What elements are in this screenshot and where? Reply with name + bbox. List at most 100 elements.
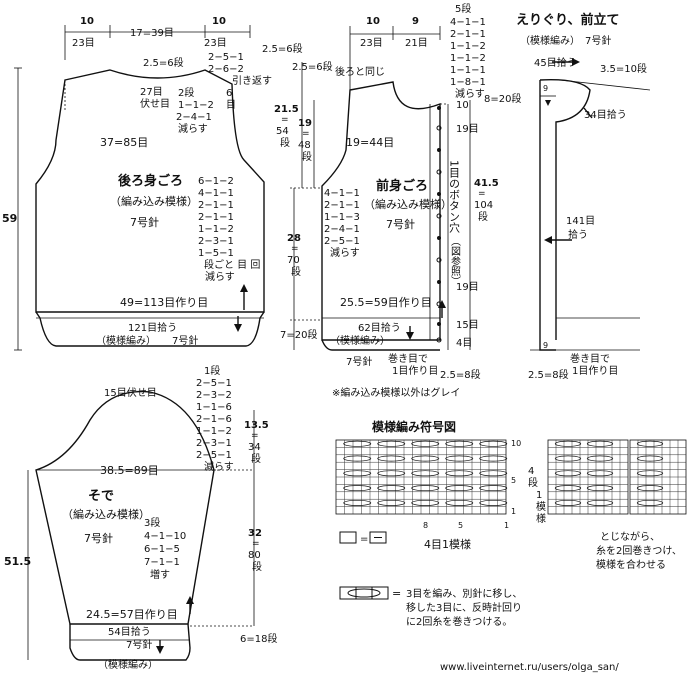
svg-text:1−1−2: 1−1−2 xyxy=(196,426,232,437)
chart-right-wrap-mark xyxy=(586,455,614,462)
chart-right-wrap-mark xyxy=(554,470,582,477)
back-title: 後ろ身ごろ xyxy=(118,173,183,189)
sleeve-bind: 15目伏せ目 xyxy=(104,386,157,399)
chart-right-wrap-mark xyxy=(554,499,582,506)
svg-text:2−3−1: 2−3−1 xyxy=(198,236,234,247)
sleeve-length: 32 = 80 段 xyxy=(248,528,262,573)
front-top-w: 10 xyxy=(366,16,380,27)
back-top-right-width: 10 xyxy=(212,16,226,27)
front-buttonhole-markers xyxy=(436,106,442,343)
sleeve-cast-on: 24.5=57目作り目 xyxy=(86,608,178,621)
svg-text:1−8−1: 1−8−1 xyxy=(450,77,486,88)
svg-text:2−5−1: 2−5−1 xyxy=(196,450,232,461)
chart-under: 4目1模様 xyxy=(424,537,471,551)
chart-left-wrap-mark xyxy=(479,499,508,506)
collar-sub: （模様編み） 7号針 xyxy=(520,34,611,47)
svg-text:4−1−1: 4−1−1 xyxy=(198,188,234,199)
front-length: 41.5 = 104 段 xyxy=(474,178,499,223)
chart-left-wrap-mark xyxy=(411,440,440,447)
chart-left-wrap-mark xyxy=(445,455,474,462)
svg-text:段: 段 xyxy=(251,452,261,465)
sleeve-cap-seq: 1段 2−5−1 2−3−2 1−1−6 2−1−6 1−1−2 2−3−1 2… xyxy=(196,364,234,473)
svg-text:10: 10 xyxy=(456,100,469,111)
front-needle: 7号針 xyxy=(386,217,415,231)
chart-legend-eq: = xyxy=(339,531,387,545)
svg-text:=: = xyxy=(291,244,299,254)
svg-text:1−1−6: 1−1−6 xyxy=(196,402,232,413)
svg-text:1目のボタン穴: 1目のボタン穴 xyxy=(448,160,461,233)
svg-text:4−1−1: 4−1−1 xyxy=(450,17,486,28)
svg-text:4: 4 xyxy=(528,466,534,477)
chart-left-wrap-mark xyxy=(445,440,474,447)
front-shoulder-rows2: 2.5=6段 xyxy=(292,60,333,73)
svg-text:2−4−1: 2−4−1 xyxy=(324,224,360,235)
svg-text:2−5−1: 2−5−1 xyxy=(196,378,232,389)
front-eight: 8=20段 xyxy=(484,92,521,105)
chart-left-wrap-mark xyxy=(377,470,406,477)
back-neck-0: 2段 xyxy=(178,86,194,99)
svg-text:糸を2回巻きつけ、: 糸を2回巻きつけ、 xyxy=(596,545,682,557)
svg-text:2−1−1: 2−1−1 xyxy=(324,200,360,211)
sleeve-needle: 7号針 xyxy=(84,531,113,545)
svg-text:段: 段 xyxy=(302,150,312,163)
svg-text:増す: 増す xyxy=(150,568,170,581)
svg-text:3目を編み、別針に移し、: 3目を編み、別針に移し、 xyxy=(406,587,522,600)
chart-left-wrap-mark xyxy=(377,440,406,447)
svg-text:1−5−1: 1−5−1 xyxy=(198,248,234,259)
svg-text:54: 54 xyxy=(276,126,289,137)
collar-title: えりぐり、前立て xyxy=(516,12,619,28)
front-body-length: 28 = 70 段 xyxy=(287,233,301,278)
chart-right-b-wrap-mark xyxy=(636,455,664,462)
front-pick: 62目拾う xyxy=(358,321,401,334)
sleeve-pattern2: （模様編み） xyxy=(98,658,158,671)
svg-text:=: = xyxy=(281,115,289,125)
chart-left-wrap-mark xyxy=(377,499,406,506)
svg-text:7−1−1: 7−1−1 xyxy=(144,557,180,568)
svg-text:48: 48 xyxy=(298,140,311,151)
back-needle2: 7号針 xyxy=(172,334,198,347)
back-bind-1: 伏せ目 xyxy=(140,97,170,110)
svg-text:4−1−1: 4−1−1 xyxy=(324,188,360,199)
front-armhole-h: 21.5 = 54 段 xyxy=(274,104,299,149)
svg-text:2−1−6: 2−1−6 xyxy=(196,414,232,425)
back-neck-3: 減らす xyxy=(178,122,208,135)
back-top-right-stitches: 23目 xyxy=(204,38,227,49)
back-body xyxy=(14,25,265,351)
collar-band xyxy=(530,58,651,351)
collar-r35: 3.5=10段 xyxy=(600,62,647,75)
svg-text:2−1−1: 2−1−1 xyxy=(198,212,234,223)
chart-row-10: 10 xyxy=(511,439,521,448)
chart-left-wrap-mark xyxy=(343,440,372,447)
front-cast-on: 25.5=59目作り目 xyxy=(340,296,432,309)
stitch-chart-right xyxy=(547,439,687,515)
svg-text:104: 104 xyxy=(474,200,493,211)
svg-text:41.5: 41.5 xyxy=(474,178,499,189)
front-top-st2: 21目 xyxy=(405,38,428,49)
svg-text:4目: 4目 xyxy=(456,338,472,349)
svg-text:移した3目に、反時計回り: 移した3目に、反時計回り xyxy=(406,601,522,614)
chart-col-8: 8 xyxy=(423,521,428,530)
sleeve-pattern: （編み込み模様） xyxy=(62,507,150,521)
svg-text:34: 34 xyxy=(248,442,261,453)
source-url: www.liveinternet.ru/users/olga_san/ xyxy=(440,662,619,673)
svg-text:（図参照）: （図参照） xyxy=(449,236,461,286)
front-button-note: 1目のボタン穴 （図参照） xyxy=(448,160,461,286)
front-rib: 7=20段 xyxy=(280,328,317,341)
sleeve-cap-height: 13.5 = 34 段 xyxy=(244,420,269,465)
chart-left-wrap-mark xyxy=(343,485,372,492)
svg-text:2−5−1: 2−5−1 xyxy=(324,236,360,247)
back-pattern: （編み込み模様） xyxy=(110,194,198,208)
front-same: 後ろと同じ xyxy=(335,65,385,78)
front-marks: 10 19目 19目 15目 4目 xyxy=(456,100,479,349)
front-maki-0: 巻き目で xyxy=(388,353,428,365)
back-width37: 37=85目 xyxy=(100,136,148,149)
back-height59: 59 xyxy=(2,212,17,225)
back-top-mid: 17=39目 xyxy=(130,28,174,39)
chart-row-1: 1 xyxy=(511,507,516,516)
svg-text:段: 段 xyxy=(280,136,290,149)
back-needle: 7号針 xyxy=(130,215,159,229)
back-six-1: 目 xyxy=(226,100,236,111)
chart-left-wrap-mark xyxy=(343,455,372,462)
svg-text:80: 80 xyxy=(248,550,261,561)
chart-left-wrap-mark xyxy=(411,470,440,477)
